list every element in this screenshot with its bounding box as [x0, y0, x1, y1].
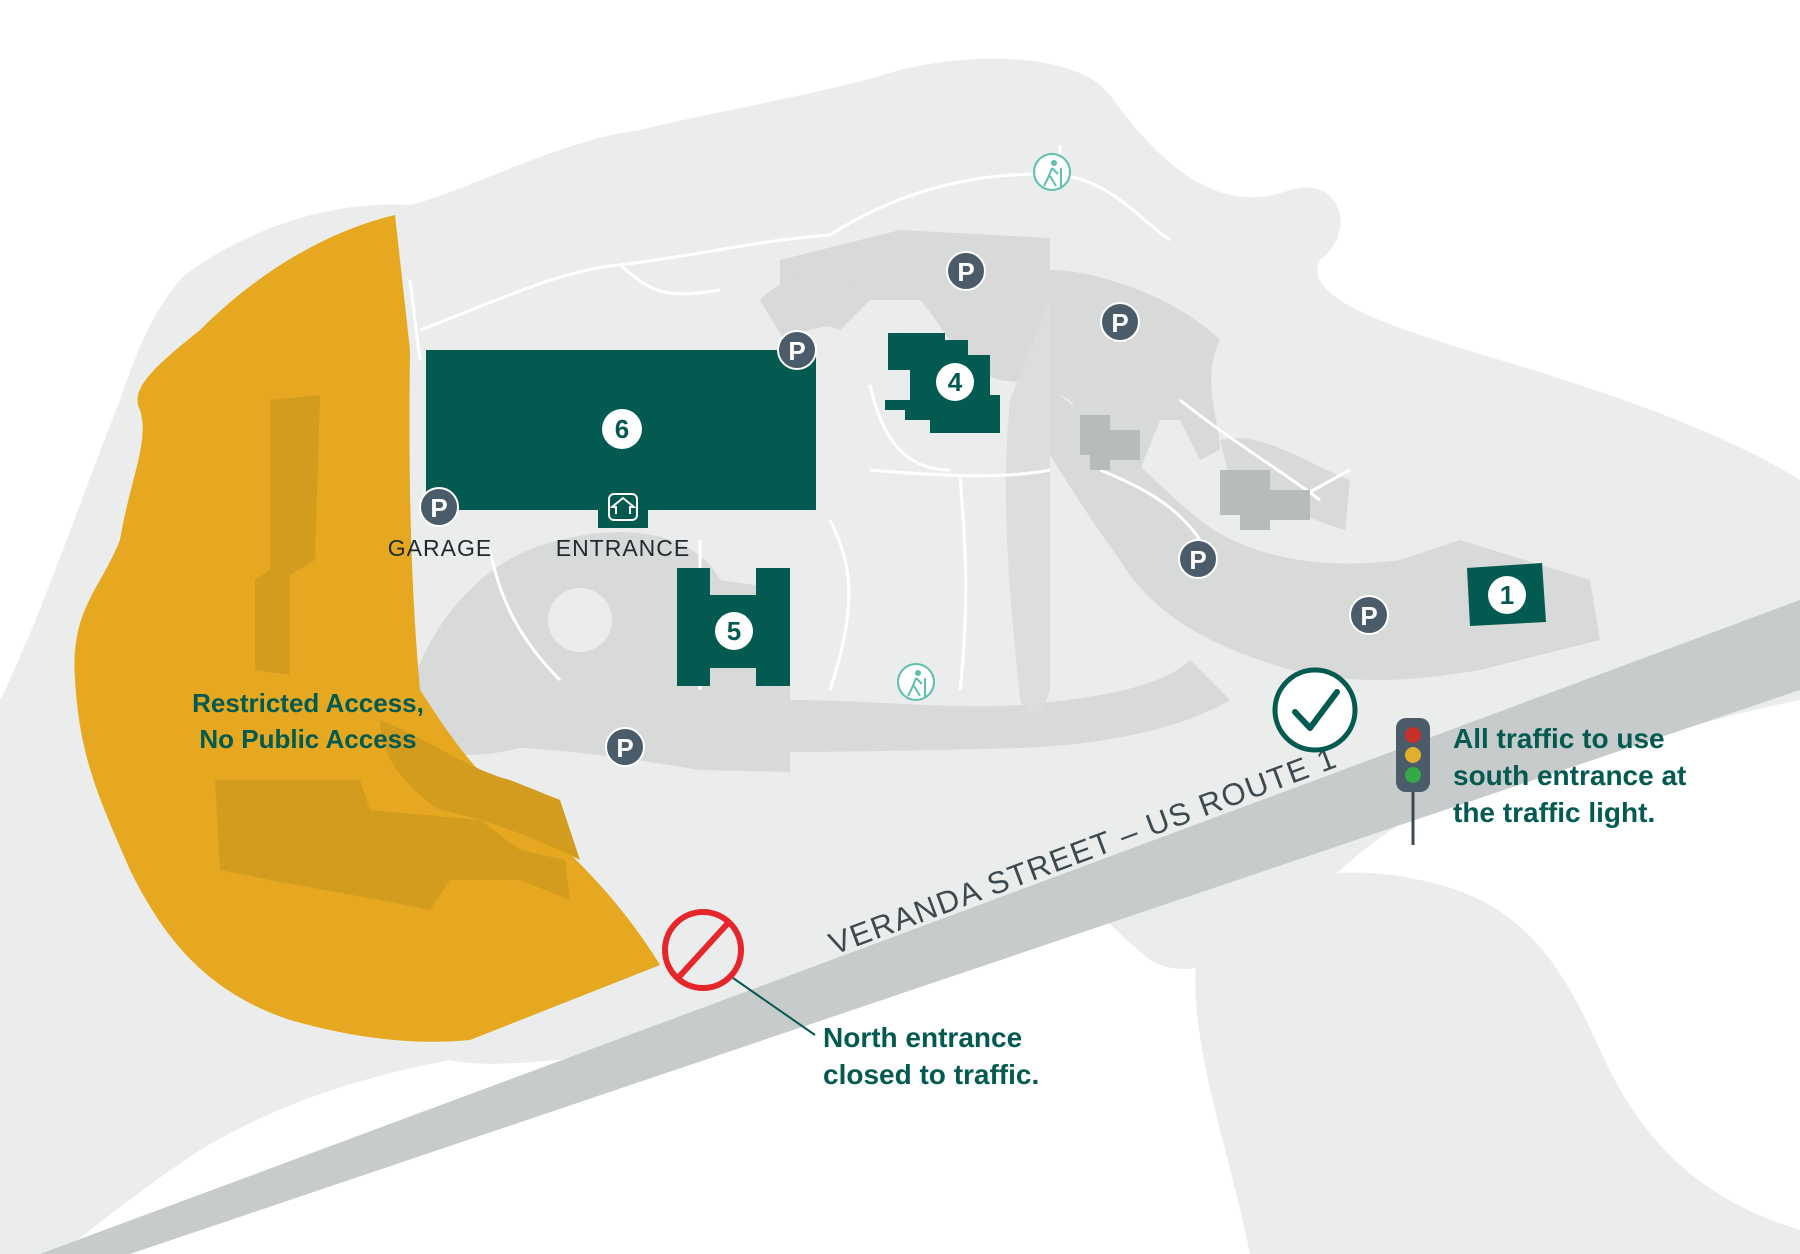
north-callout-line2: closed to traffic. — [823, 1059, 1040, 1090]
north-entrance-callout: North entrance closed to traffic. — [823, 1019, 1039, 1093]
parking-icon[interactable]: P — [605, 727, 645, 767]
building-6[interactable]: 6 — [426, 350, 816, 528]
garage-label: GARAGE — [388, 535, 492, 561]
parking-icon[interactable]: P — [1349, 595, 1389, 635]
north-callout-line1: North entrance — [823, 1022, 1023, 1053]
hiking-trail-icon[interactable] — [897, 663, 935, 701]
parking-icon[interactable]: P — [777, 330, 817, 370]
building-number: 4 — [948, 367, 963, 397]
entrance-label: ENTRANCE — [556, 535, 691, 561]
south-entrance-callout: All traffic to use south entrance at the… — [1453, 720, 1686, 831]
south-callout-line1: All traffic to use — [1453, 723, 1665, 754]
restricted-label-line1: Restricted Access, — [192, 688, 424, 718]
restricted-label-line2: No Public Access — [199, 724, 416, 754]
building-number: 5 — [727, 616, 741, 646]
gray-buildings — [1080, 415, 1310, 530]
main-road — [40, 600, 1800, 1254]
entrance-arrow-icon — [608, 493, 638, 521]
lower-land — [1195, 872, 1800, 1254]
traffic-light-icon[interactable] — [1396, 718, 1430, 845]
parking-icon[interactable]: P — [946, 251, 986, 291]
parking-icon[interactable]: P — [1100, 302, 1140, 342]
building-number: 1 — [1500, 580, 1514, 610]
building-4[interactable]: 4 — [885, 333, 1000, 433]
svg-text:P: P — [1111, 308, 1128, 338]
building-1[interactable]: 1 — [1467, 563, 1546, 626]
svg-text:P: P — [1189, 545, 1206, 575]
south-callout-line3: the traffic light. — [1453, 797, 1656, 828]
restricted-area-shading — [215, 395, 580, 910]
parking-icon[interactable]: P — [419, 487, 459, 527]
south-callout-line2: south entrance at — [1453, 760, 1687, 791]
svg-text:P: P — [1360, 601, 1377, 631]
no-entry-icon[interactable] — [662, 909, 744, 991]
hiking-trail-icon[interactable] — [1033, 153, 1071, 191]
parking-icon[interactable]: P — [1178, 539, 1218, 579]
svg-text:P: P — [788, 336, 805, 366]
checkmark-icon[interactable] — [1272, 667, 1358, 753]
paved-areas — [400, 230, 1600, 772]
parking-markers: P P P P P P P — [419, 251, 1389, 767]
building-number: 6 — [615, 414, 629, 444]
svg-text:P: P — [616, 733, 633, 763]
svg-text:P: P — [430, 493, 447, 523]
svg-text:P: P — [957, 257, 974, 287]
north-callout-leader — [732, 977, 816, 1036]
building-5[interactable]: 5 — [677, 568, 790, 686]
